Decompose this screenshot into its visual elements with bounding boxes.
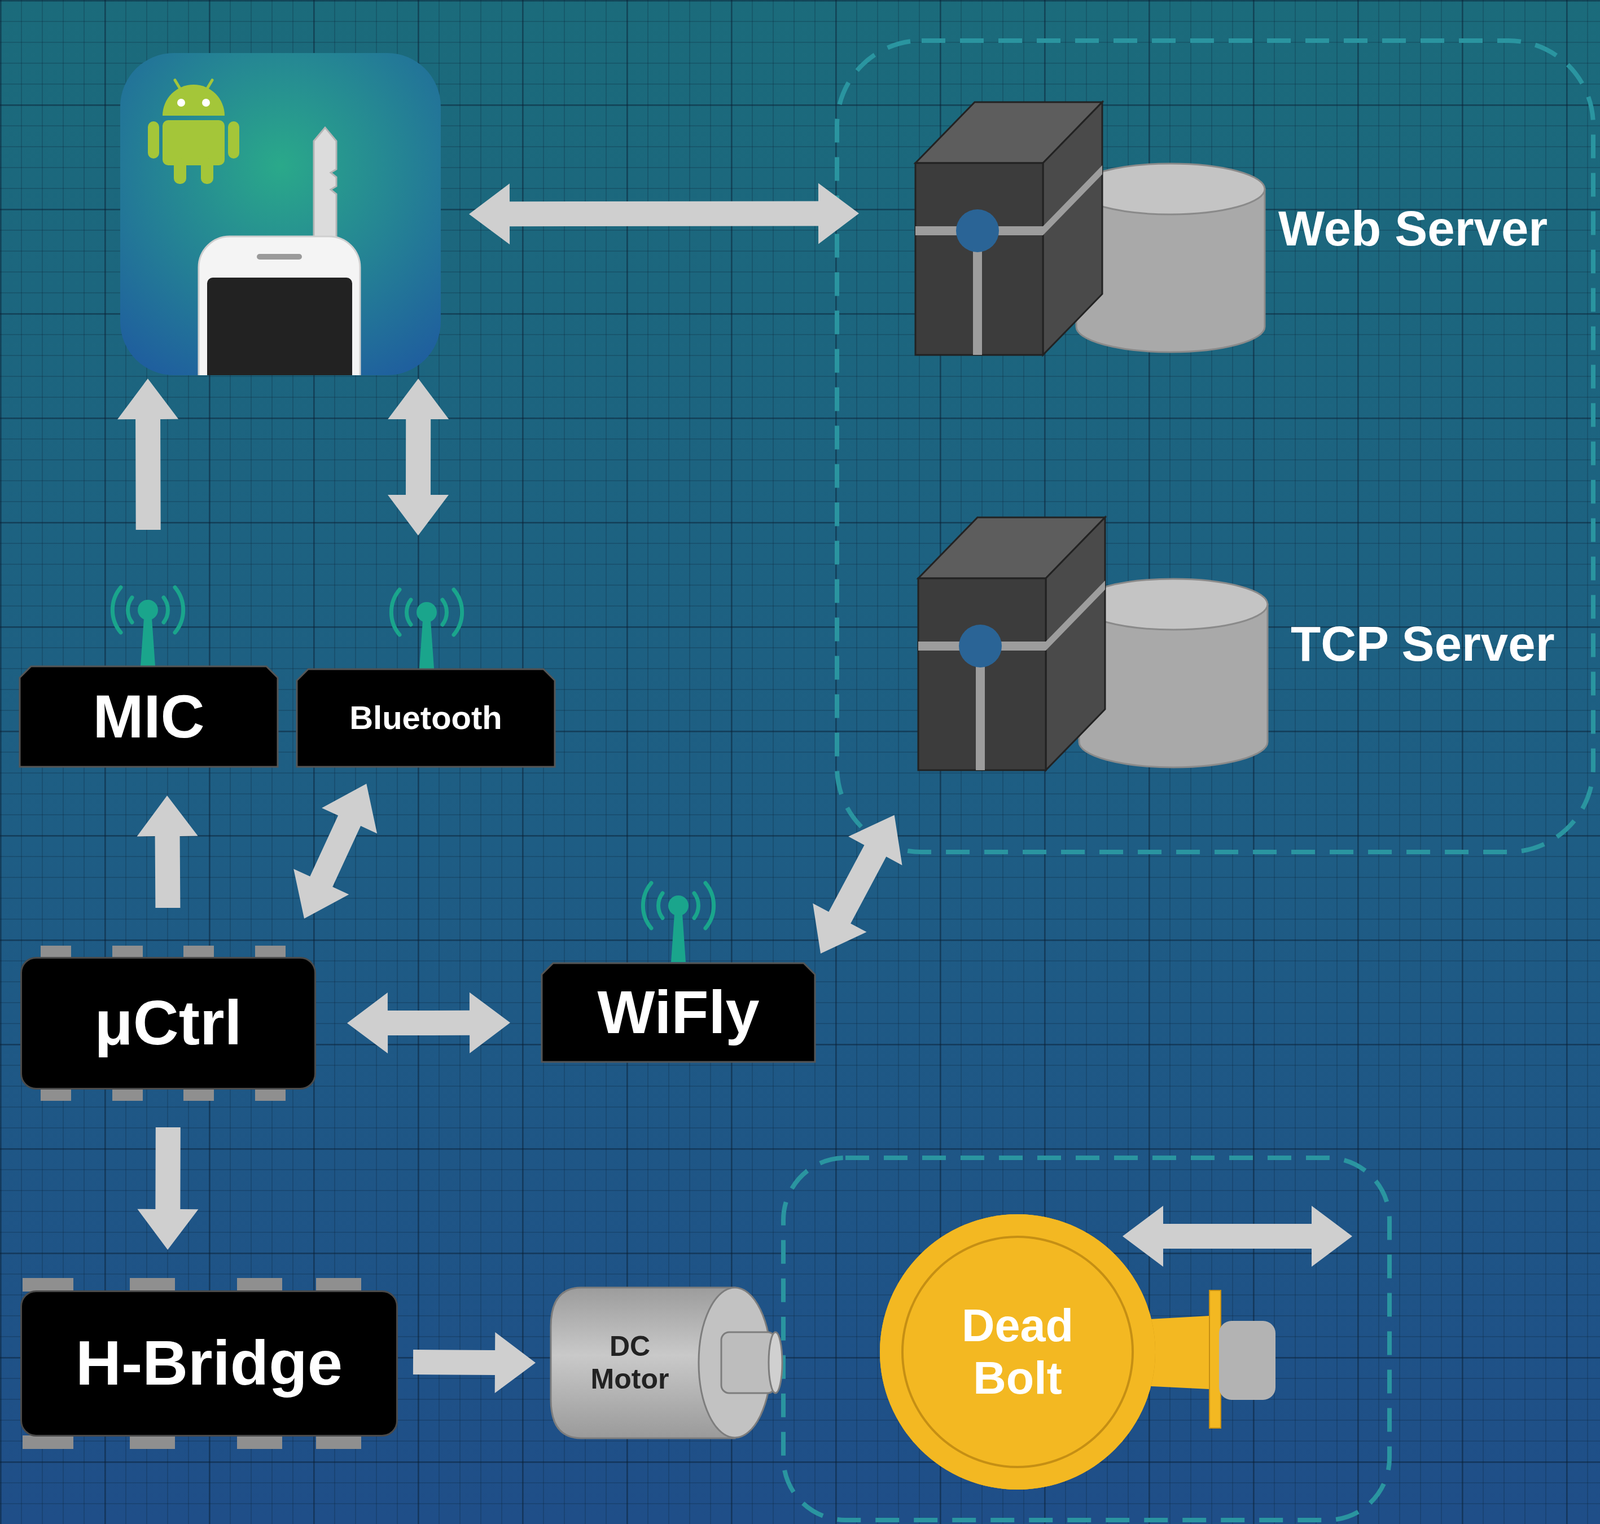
block-arrow xyxy=(812,814,902,954)
dc-motor-graphic xyxy=(550,1287,783,1439)
block-arrow xyxy=(347,992,511,1054)
tcp-server-graphic xyxy=(918,517,1268,771)
module-box: WiFly xyxy=(540,962,817,1064)
web-server-graphic xyxy=(915,102,1265,355)
module-box: MIC xyxy=(18,665,279,769)
module-box: Bluetooth xyxy=(295,668,556,769)
android-robot xyxy=(147,80,240,184)
antenna-symbol xyxy=(642,883,714,963)
node-label: MIC xyxy=(93,681,205,752)
bolt-motion-arrow xyxy=(1122,1206,1353,1268)
block-arrow xyxy=(293,783,378,919)
block-arrow xyxy=(137,1127,199,1251)
block-arrow xyxy=(117,378,179,530)
antenna-symbol xyxy=(391,589,462,669)
block-arrow xyxy=(137,795,199,909)
app-icon-node xyxy=(120,53,441,376)
node-label: Bluetooth xyxy=(349,699,503,738)
chip-box: H-Bridge xyxy=(20,1290,398,1437)
module-shape xyxy=(541,963,815,1063)
server-region xyxy=(836,40,1594,853)
antenna-symbol xyxy=(112,587,183,667)
node-label: Web Server xyxy=(1278,200,1548,257)
node-label: μCtrl xyxy=(94,987,242,1060)
node-label: H-Bridge xyxy=(75,1327,343,1401)
module-shape xyxy=(19,666,278,767)
module-shape xyxy=(296,669,555,767)
chip-box: μCtrl xyxy=(20,957,317,1090)
block-arrow xyxy=(468,182,859,245)
android-app-icon xyxy=(120,53,441,418)
block-arrow xyxy=(413,1332,536,1394)
node-label: Dead Bolt xyxy=(938,1299,1097,1405)
deadbolt-region xyxy=(783,1158,1390,1521)
server-node: TCP Server xyxy=(918,517,1590,771)
deadbolt-node: Dead Bolt xyxy=(879,1214,1156,1490)
motor-node: DC Motor xyxy=(550,1287,776,1439)
node-label: WiFly xyxy=(597,977,760,1048)
node-label: TCP Server xyxy=(1290,615,1555,673)
block-arrow xyxy=(387,378,449,536)
node-label: DC Motor xyxy=(567,1330,692,1396)
server-node: Web Server xyxy=(915,102,1588,355)
